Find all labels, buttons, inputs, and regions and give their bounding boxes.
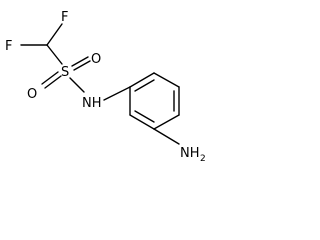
- atom-f-left: F: [5, 39, 12, 54]
- bond-s-o-left-a: [41, 71, 59, 85]
- structure-drawing: F F S O O NH NH 2: [5, 10, 206, 164]
- atom-nh2: NH: [180, 146, 200, 161]
- ring-bond-4: [153, 114, 180, 130]
- atom-nh2-subscript: 2: [200, 154, 206, 164]
- atom-o-left: O: [27, 87, 37, 102]
- atom-labels: F F S O O NH NH 2: [5, 10, 206, 164]
- bond-s-o-right-b: [73, 60, 91, 71]
- atom-nh: NH: [82, 96, 102, 111]
- ring-double-1: [134, 79, 155, 92]
- atom-f-top: F: [61, 10, 68, 25]
- atom-o-right: O: [91, 52, 101, 67]
- ring-double-3: [134, 110, 155, 123]
- ring-bond-2: [153, 72, 180, 88]
- bond-c-f-top: [46, 23, 63, 46]
- bond-s-n: [69, 77, 85, 93]
- bond-ring-nh2: [153, 128, 180, 145]
- bond-n-ring: [103, 86, 131, 101]
- atom-s: S: [61, 65, 69, 80]
- bond-s-o-left-b: [44, 75, 62, 89]
- chemical-structure: F F S O O NH NH 2: [5, 10, 206, 164]
- ring-bond-5: [129, 114, 155, 130]
- bond-s-o-right-a: [71, 56, 89, 67]
- bonds: [20, 23, 180, 145]
- bond-c-s: [46, 44, 63, 65]
- ring-bond-1: [129, 72, 155, 88]
